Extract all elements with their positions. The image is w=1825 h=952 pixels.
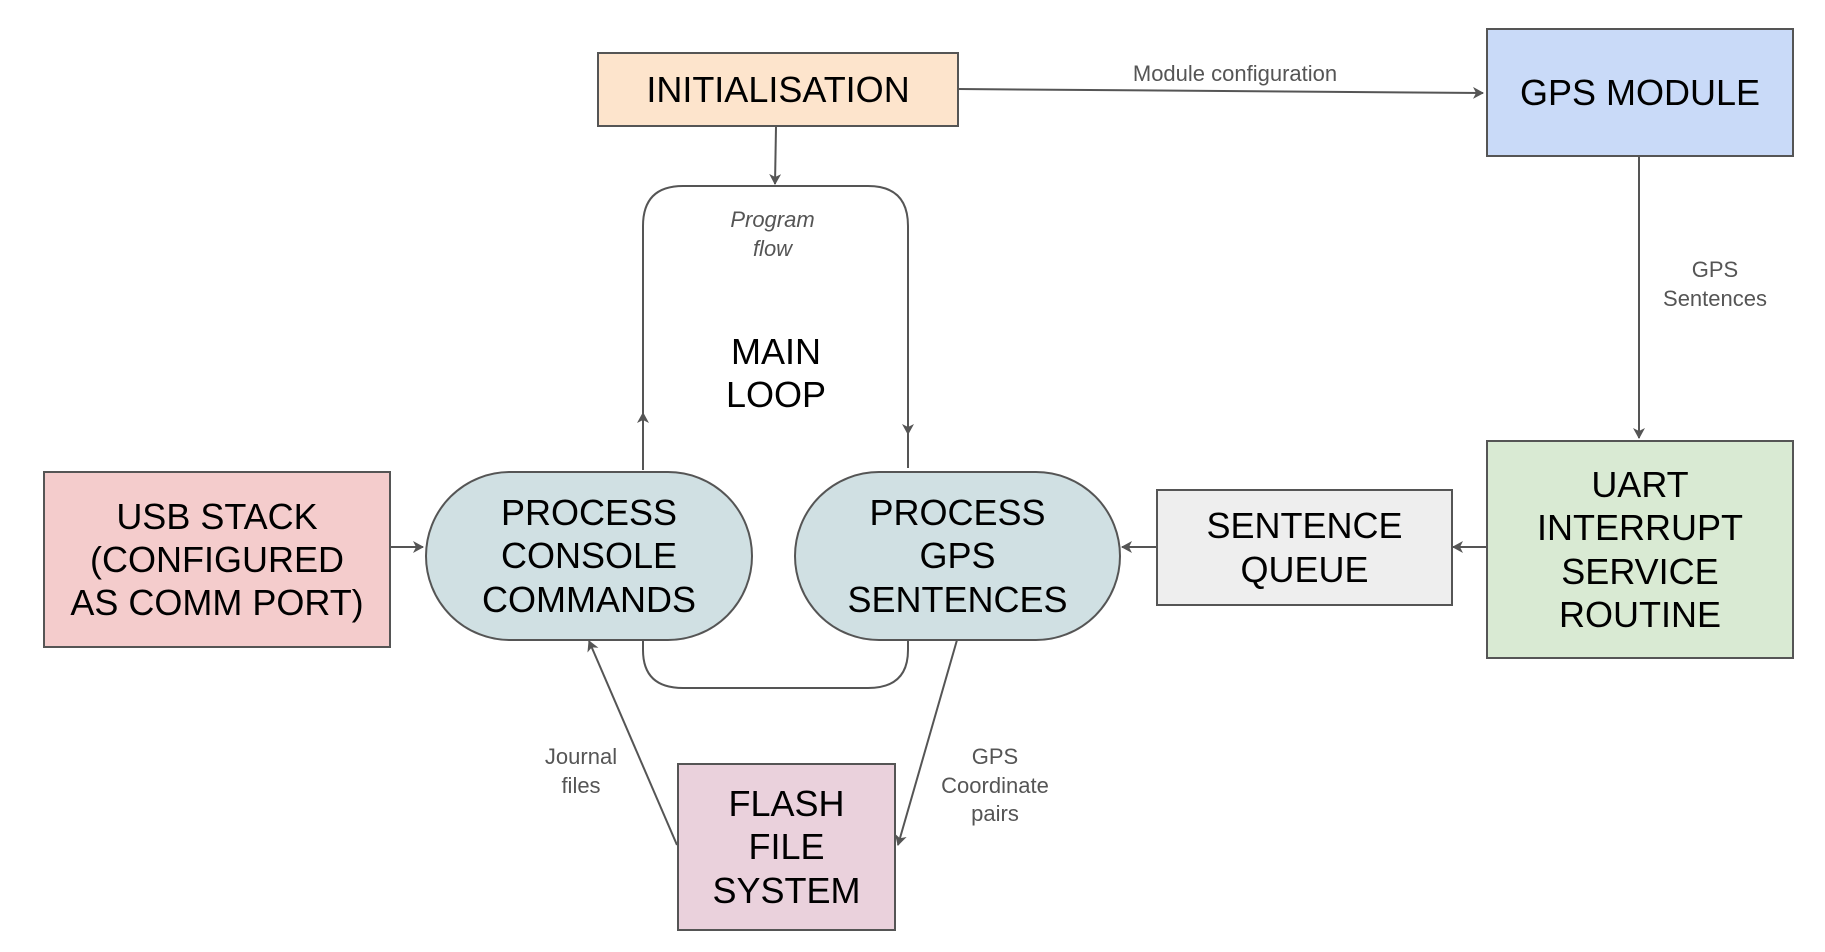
initialisation-label: INITIALISATION (646, 68, 910, 110)
arrow-flash-to-console (587, 640, 678, 846)
sentence-queue-label: SENTENCE QUEUE (1206, 505, 1403, 590)
main-loop-bottom (642, 638, 909, 689)
uart-isr-box: UART INTERRUPT SERVICE ROUTINE (1486, 440, 1794, 659)
usb-stack-label: USB STACK (CONFIGURED AS COMM PORT) (70, 495, 364, 624)
journal-files-label: Journal files (544, 744, 618, 798)
gps-module-label: GPS MODULE (1519, 71, 1761, 113)
flash-fs-label: FLASH FILE SYSTEM (712, 783, 861, 911)
main-loop-title: MAIN LOOP (725, 331, 827, 416)
arrow-init-to-loop (769, 126, 782, 185)
sentence-queue-box: SENTENCE QUEUE (1156, 489, 1453, 606)
process-console-label: PROCESS CONSOLE COMMANDS (482, 492, 696, 620)
program-flow-label: Program flow (730, 207, 815, 261)
gps-sentences-label: GPS Sentences (1663, 257, 1767, 311)
process-gps-label: PROCESS GPS SENTENCES (847, 492, 1068, 620)
main-loop-frame (642, 185, 909, 468)
arrow-init-to-gps-module (957, 86, 1484, 99)
flash-fs-box: FLASH FILE SYSTEM (677, 763, 896, 931)
module-configuration-label: Module configuration (1132, 61, 1338, 86)
gps-module-box: GPS MODULE (1486, 28, 1794, 157)
uart-isr-label: UART INTERRUPT SERVICE ROUTINE (1537, 464, 1743, 635)
process-gps-node: PROCESS GPS SENTENCES (794, 471, 1121, 641)
usb-stack-box: USB STACK (CONFIGURED AS COMM PORT) (43, 471, 391, 648)
gps-coordinate-pairs-label: GPS Coordinate pairs (941, 744, 1049, 827)
process-console-node: PROCESS CONSOLE COMMANDS (425, 471, 753, 641)
initialisation-box: INITIALISATION (597, 52, 959, 127)
arrow-process-gps-to-flash (894, 639, 958, 846)
